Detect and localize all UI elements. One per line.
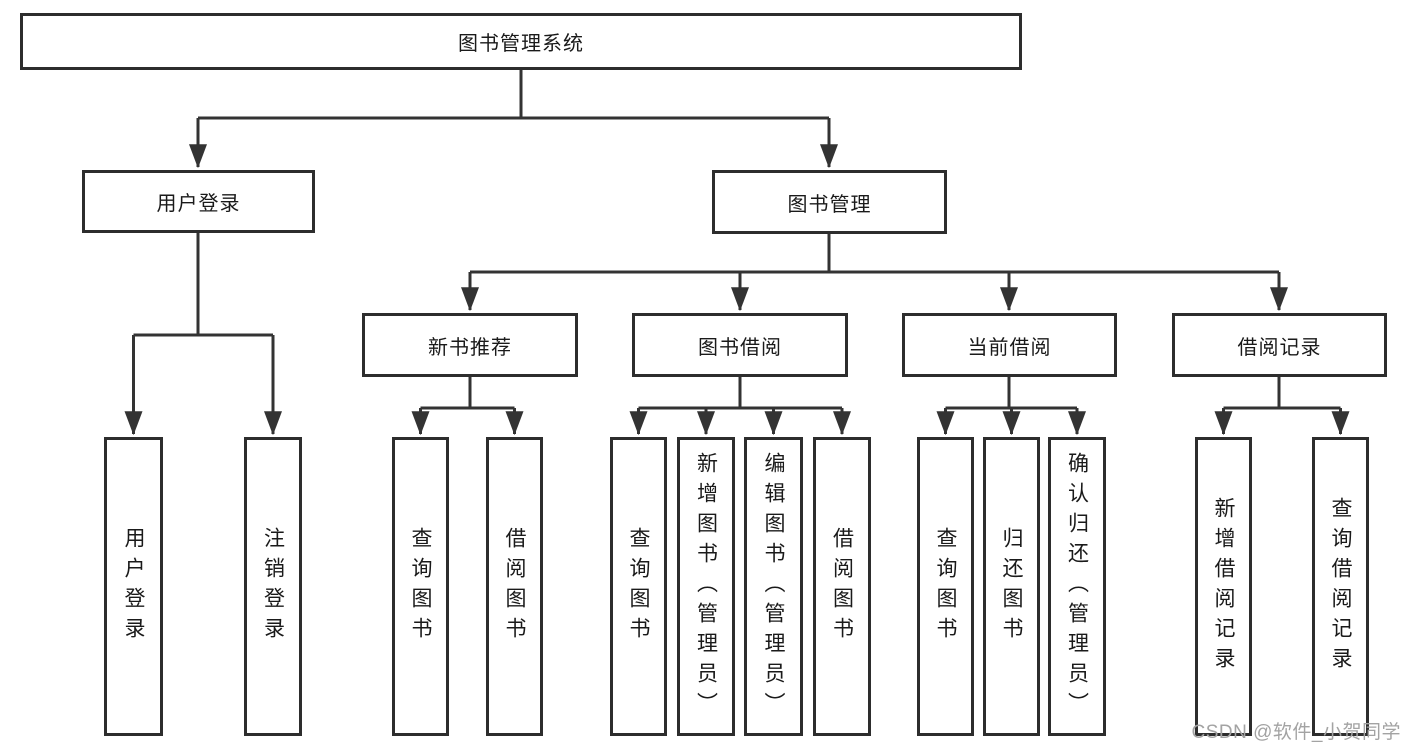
node-label: 用户登录 (156, 193, 241, 215)
csdn-watermark: CSDN @软件_小贺同学 (1191, 722, 1401, 743)
leaf-borrowing-edit-books-admin: 编辑图书（管理员） (744, 437, 803, 736)
node-book-borrowing: 图书借阅 (632, 313, 848, 377)
node-label: 查询图书 (409, 526, 432, 647)
node-label: 新增图书（管理员） (694, 451, 718, 722)
leaf-borrowing-add-books-admin: 新增图书（管理员） (677, 437, 735, 736)
node-book-management: 图书管理 (712, 170, 947, 234)
node-label: 图书管理 (787, 193, 872, 216)
leaf-recommend-query-books: 查询图书 (392, 437, 449, 736)
leaf-records-add-record: 新增借阅记录 (1195, 437, 1252, 736)
node-label: 借阅记录 (1237, 336, 1322, 359)
node-label: 归还图书 (1000, 526, 1023, 647)
node-label: 查询借阅记录 (1329, 496, 1352, 677)
leaf-current-return-books: 归还图书 (983, 437, 1040, 736)
node-label: 查询图书 (627, 526, 650, 647)
node-new-book-recommend: 新书推荐 (362, 313, 578, 377)
leaf-borrowing-borrow-books: 借阅图书 (813, 437, 871, 736)
leaf-records-query-record: 查询借阅记录 (1312, 437, 1369, 736)
node-label: 当前借阅 (967, 336, 1052, 359)
leaf-borrowing-query-books: 查询图书 (610, 437, 667, 736)
node-label: 借阅图书 (503, 526, 526, 647)
node-label: 编辑图书（管理员） (762, 451, 785, 722)
node-label: 用户登录 (122, 526, 145, 647)
node-root-library-system: 图书管理系统 (20, 13, 1022, 70)
node-label: 查询图书 (934, 526, 957, 647)
node-borrow-records: 借阅记录 (1172, 313, 1387, 377)
node-label: 新增借阅记录 (1212, 496, 1235, 677)
leaf-recommend-borrow-books: 借阅图书 (486, 437, 543, 736)
node-label: 注销登录 (261, 526, 285, 647)
leaf-user-login: 用户登录 (104, 437, 163, 736)
leaf-current-query-books: 查询图书 (917, 437, 974, 736)
node-label: 借阅图书 (830, 526, 854, 647)
node-label: 图书借阅 (698, 336, 782, 359)
node-label: 新书推荐 (428, 336, 512, 359)
node-label: 确认归还（管理员） (1065, 451, 1089, 722)
node-label: 图书管理系统 (458, 33, 584, 55)
leaf-current-confirm-return-admin: 确认归还（管理员） (1048, 437, 1106, 736)
leaf-logout: 注销登录 (244, 437, 302, 736)
node-user-login: 用户登录 (82, 170, 315, 233)
node-current-borrowing: 当前借阅 (902, 313, 1117, 377)
